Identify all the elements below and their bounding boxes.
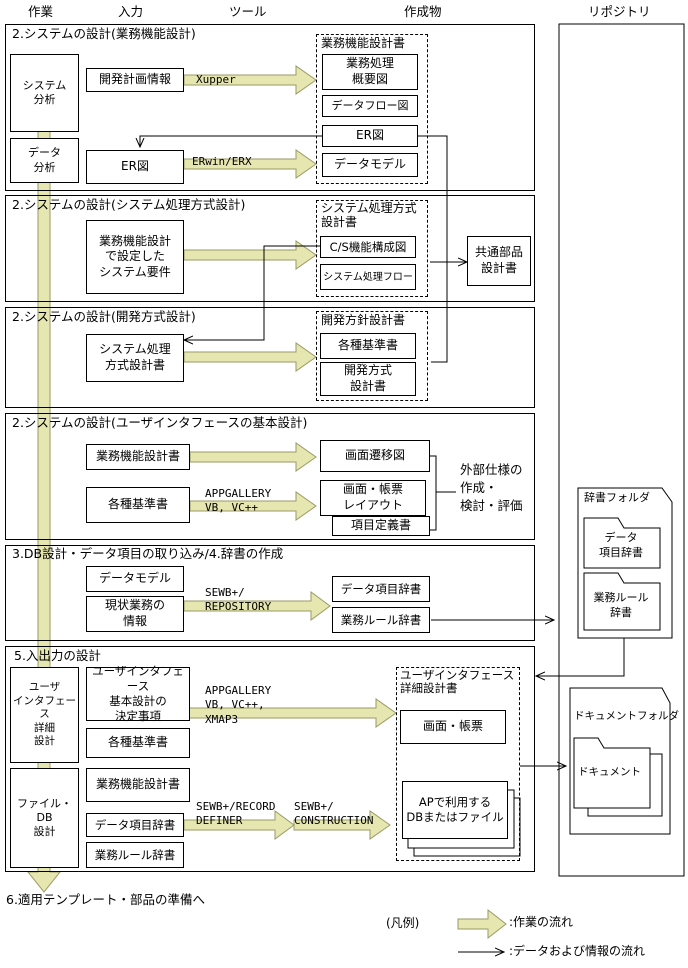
- flow-arrow-s6b: [183, 810, 295, 840]
- arrow-er-to-input: [140, 135, 322, 147]
- legend-flow-arrow: [457, 908, 507, 940]
- flow-arrow-s3: [183, 342, 317, 372]
- header-work: 作業: [28, 4, 54, 19]
- input-data-item-dict: データ項目辞書: [86, 813, 184, 837]
- input-standards: 各種基準書: [86, 728, 190, 758]
- output-er-diagram: ER図: [322, 125, 418, 147]
- group-functional-spec: [316, 34, 428, 184]
- work-system-analysis: システム 分析: [10, 54, 79, 132]
- header-repo: リポジトリ: [588, 4, 651, 19]
- output-item-definition: 項目定義書: [332, 516, 430, 536]
- section-system-processing: [5, 195, 535, 302]
- flow-arrow-s6c: [293, 810, 391, 840]
- group-label: 開発方針設計書: [321, 313, 406, 327]
- header-input: 入力: [118, 4, 144, 19]
- section-title: 2.システムの設計(システム処理方式設計): [12, 197, 246, 212]
- flow-arrow-s1b: [183, 149, 317, 179]
- input-processing-spec: システム処理 方式設計書: [86, 334, 184, 382]
- flow-arrow-s4a: [189, 442, 317, 472]
- work-data-analysis: データ 分析: [10, 138, 79, 183]
- flow-arrow-s4b: [189, 491, 317, 521]
- dict-data-item: データ 項目辞書: [599, 531, 643, 560]
- header-tool: ツール: [229, 4, 267, 19]
- output-business-rule-dict: 業務ルール辞書: [332, 607, 430, 633]
- tool-construction: SEWB+/ CONSTRUCTION: [294, 800, 374, 828]
- work-file-db-design: ファイル・DB 設計: [10, 768, 79, 868]
- output-dev-method-spec: 開発方式 設計書: [320, 362, 416, 396]
- section-title: 2.システムの設計(開発方式設計): [12, 309, 196, 324]
- group-label: システム処理方式 設計書: [321, 201, 417, 229]
- work-ui-detail-design: ユーザ インタフェース 詳細 設計: [10, 667, 79, 763]
- output-processing-flow: システム処理フロー: [320, 264, 416, 290]
- dict-item1-folder: [583, 517, 661, 569]
- flow-arrow-s1a: [183, 65, 317, 95]
- tool-xupper: Xupper: [196, 73, 236, 86]
- input-data-model: データモデル: [86, 566, 184, 592]
- input-ui-basic-decisions: ユーザインタフェース 基本設計の 決定事項: [86, 664, 190, 723]
- next-step-label: 6.適用テンプレート・部品の準備へ: [6, 892, 206, 907]
- group-ui-detail-spec: [396, 667, 520, 861]
- dict-folder-label: 辞書フォルダ: [584, 491, 650, 504]
- section-io-design: [5, 646, 535, 872]
- tool-repository: SEWB+/ REPOSITORY: [205, 586, 272, 614]
- input-er-diagram: ER図: [86, 150, 184, 184]
- input-current-business: 現状業務の 情報: [86, 596, 184, 632]
- flow-arrow-s6a: [183, 698, 397, 728]
- section-title: 2.システムの設計(業務機能設計): [12, 26, 196, 41]
- section-ui-basic-design: [5, 413, 535, 540]
- flow-arrow-s2: [183, 240, 317, 270]
- output-standards: 各種基準書: [320, 333, 416, 359]
- dict-item2-folder: [583, 572, 661, 631]
- group-dev-policy: [316, 311, 428, 401]
- doc-folder-label: ドキュメントフォルダ: [574, 710, 679, 722]
- arrow-repo-to-s6: [536, 638, 625, 676]
- tool-appgallery-xmap: APPGALLERY VB, VC++, XMAP3: [205, 684, 272, 726]
- section-functional-design: [5, 24, 535, 191]
- input-system-requirements: 業務機能設計 で設定した システム要件: [86, 220, 184, 294]
- output-cs-structure: C/S機能構成図: [320, 236, 416, 258]
- section-dev-method: [5, 307, 535, 408]
- arrow-cs-to-s3: [184, 245, 322, 340]
- tool-record-definer: SEWB+/RECORD DEFINER: [196, 800, 276, 828]
- output-screen-transition: 画面遷移図: [320, 440, 430, 472]
- output-data-model: データモデル: [322, 153, 418, 177]
- header-output: 作成物: [404, 4, 442, 19]
- section-title: 2.システムの設計(ユーザインタフェースの基本設計): [12, 415, 308, 430]
- output-data-item-dict: データ項目辞書: [332, 576, 430, 602]
- doc-item-label: ドキュメント: [578, 766, 641, 778]
- output-layout: 画面・帳票 レイアウト: [320, 480, 426, 516]
- output-process-overview: 業務処理 概要図: [322, 54, 418, 90]
- input-standards: 各種基準書: [86, 487, 190, 523]
- doc-item-folder: [573, 737, 651, 809]
- dict-business-rule: 業務ルール 辞書: [593, 591, 649, 620]
- flow-arrow-s5: [183, 591, 331, 621]
- tool-appgallery: APPGALLERY VB, VC++: [205, 487, 272, 514]
- legend-title: (凡例): [386, 916, 420, 930]
- repository-panel: [558, 23, 685, 877]
- output-screen-form: 画面・帳票: [400, 710, 506, 744]
- bracket-s4: [430, 455, 437, 531]
- input-functional-spec: 業務機能設計書: [86, 444, 190, 470]
- main-flow-arrow: [26, 103, 62, 893]
- input-dev-plan: 開発計画情報: [86, 68, 184, 92]
- group-label: 業務機能設計書: [321, 36, 406, 50]
- section-title: 5.入出力の設計: [14, 648, 101, 663]
- line-er-to-dev: [418, 135, 448, 363]
- tool-erwin: ERwin/ERX: [192, 155, 252, 168]
- output-common-parts: 共通部品 設計書: [467, 236, 531, 286]
- output-dataflow: データフロー図: [322, 95, 418, 117]
- input-functional-spec: 業務機能設計書: [86, 768, 190, 802]
- group-processing-spec: [316, 200, 428, 297]
- legend-flow-label: :作業の流れ: [509, 915, 574, 929]
- legend-data-label: :データおよび情報の流れ: [509, 944, 646, 958]
- input-business-rule-dict: 業務ルール辞書: [86, 842, 184, 868]
- section-title: 3.DB設計・データ項目の取り込み/4.辞書の作成: [12, 546, 284, 561]
- output-db-file: APで利用する DBまたはファイル: [402, 781, 508, 839]
- group-label: ユーザインタフェース 詳細設計書: [400, 668, 515, 696]
- section-db-design: [5, 545, 535, 641]
- external-spec-note: 外部仕様の 作成・ 検討・評価: [460, 462, 523, 514]
